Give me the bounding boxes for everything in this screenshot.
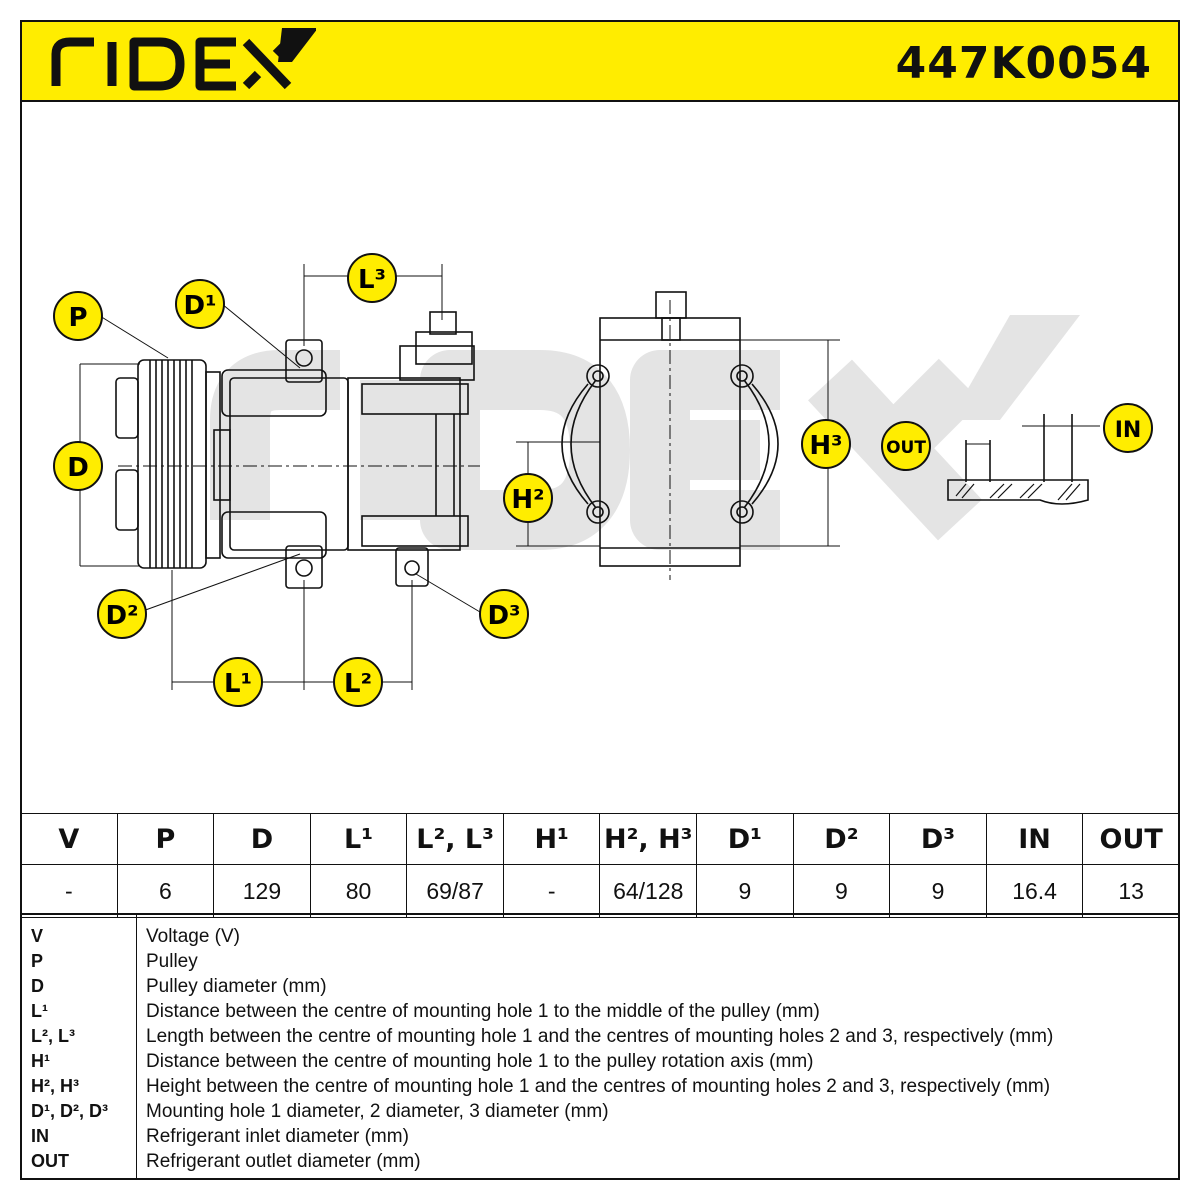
legend-key: D [31, 976, 44, 996]
label-L1: L¹ [213, 657, 263, 707]
label-L2: L² [333, 657, 383, 707]
legend-key: L², L³ [31, 1026, 75, 1046]
label-L3: L³ [347, 253, 397, 303]
label-H3-text: H³ [809, 431, 842, 461]
spec-header-row: V P D L¹ L², L³ H¹ H², H³ D¹ D² D³ IN OU… [20, 813, 1180, 865]
label-D-text: D [67, 453, 89, 483]
spec-header-cell: D [213, 813, 311, 865]
legend-text: Distance between the centre of mounting … [146, 1001, 820, 1022]
part-number: 447K0054 [895, 38, 1152, 89]
legend-text: Voltage (V) [146, 926, 240, 947]
spec-value-cell: 80 [309, 864, 408, 918]
legend-text: Pulley diameter (mm) [146, 976, 327, 997]
legend-text: Height between the centre of mounting ho… [146, 1076, 1051, 1097]
legend-key: L¹ [31, 1001, 48, 1021]
spec-value-cell: - [20, 864, 118, 918]
legend-row: V Voltage (V) [22, 924, 1178, 949]
label-H2: H² [503, 473, 553, 523]
label-D: D [53, 441, 103, 491]
legend-row: H², H³ Height between the centre of moun… [22, 1074, 1178, 1099]
label-OUT: OUT [881, 421, 931, 471]
legend-text: Pulley [146, 951, 198, 972]
spec-value-cell: 16.4 [985, 864, 1084, 918]
ridex-watermark [210, 350, 982, 550]
spec-table: V P D L¹ L², L³ H¹ H², H³ D¹ D² D³ IN OU… [20, 813, 1180, 918]
spec-header-cell: OUT [1082, 813, 1180, 865]
label-D1-text: D¹ [184, 291, 217, 321]
spec-value-cell: 9 [792, 864, 891, 918]
legend-key: D¹, D², D³ [31, 1101, 108, 1121]
spec-value-cell: 64/128 [599, 864, 698, 918]
legend-text: Mounting hole 1 diameter, 2 diameter, 3 … [146, 1101, 609, 1122]
legend-row: L², L³ Length between the centre of moun… [22, 1024, 1178, 1049]
spec-value-cell: 129 [213, 864, 311, 918]
label-P: P [53, 291, 103, 341]
spec-header-cell: P [116, 813, 215, 865]
ridex-logo [51, 28, 316, 91]
legend-text: Length between the centre of mounting ho… [146, 1026, 1054, 1047]
spec-header-cell: D³ [889, 813, 987, 865]
legend-key: H¹ [31, 1051, 50, 1071]
label-IN-text: IN [1115, 418, 1142, 443]
spec-header-cell: IN [985, 813, 1084, 865]
legend-key: H², H³ [31, 1076, 79, 1096]
label-D1: D¹ [175, 279, 225, 329]
legend-row: H¹ Distance between the centre of mounti… [22, 1049, 1178, 1074]
legend-text: Refrigerant inlet diameter (mm) [146, 1126, 409, 1147]
label-IN: IN [1103, 403, 1153, 453]
spec-value-cell: 69/87 [406, 864, 504, 918]
spec-header-cell: H¹ [502, 813, 601, 865]
legend-key: P [31, 951, 44, 971]
spec-header-cell: D¹ [696, 813, 794, 865]
legend-text: Refrigerant outlet diameter (mm) [146, 1151, 421, 1172]
label-L2-text: L² [344, 669, 372, 699]
label-L3-text: L³ [358, 265, 386, 295]
label-H3: H³ [801, 419, 851, 469]
label-D3-text: D³ [488, 601, 521, 631]
legend-row: D¹, D², D³ Mounting hole 1 diameter, 2 d… [22, 1099, 1178, 1124]
legend-row: IN Refrigerant inlet diameter (mm) [22, 1124, 1178, 1149]
spec-value-row: - 6 129 80 69/87 - 64/128 9 9 9 16.4 13 [20, 864, 1180, 918]
legend-row: OUT Refrigerant outlet diameter (mm) [22, 1149, 1178, 1174]
spec-value-cell: 9 [696, 864, 794, 918]
compressor-drawing: P D¹ D D² D³ L¹ L² L³ H² H³ OUT IN [53, 253, 1153, 707]
label-P-text: P [68, 303, 87, 333]
label-D2: D² [97, 589, 147, 639]
legend: V Voltage (V) P Pulley D Pulley diameter… [20, 913, 1180, 1180]
legend-row: D Pulley diameter (mm) [22, 974, 1178, 999]
spec-header-cell: D² [792, 813, 891, 865]
legend-divider [136, 915, 137, 1178]
label-D2-text: D² [106, 601, 139, 631]
spec-header-cell: L², L³ [406, 813, 504, 865]
spec-header-cell: H², H³ [599, 813, 698, 865]
label-D3: D³ [479, 589, 529, 639]
legend-key: V [31, 926, 44, 946]
legend-key: OUT [31, 1151, 69, 1171]
spec-value-cell: 9 [889, 864, 987, 918]
header-bar: 447K0054 [22, 22, 1178, 102]
legend-text: Distance between the centre of mounting … [146, 1051, 814, 1072]
spec-value-cell: 6 [116, 864, 215, 918]
legend-row: P Pulley [22, 949, 1178, 974]
spec-header-cell: L¹ [309, 813, 408, 865]
label-OUT-text: OUT [886, 438, 926, 458]
label-H2-text: H² [511, 485, 544, 515]
spec-value-cell: 13 [1082, 864, 1180, 918]
legend-key: IN [31, 1126, 49, 1146]
spec-value-cell: - [502, 864, 601, 918]
legend-row: L¹ Distance between the centre of mounti… [22, 999, 1178, 1024]
spec-header-cell: V [20, 813, 118, 865]
label-L1-text: L¹ [224, 669, 252, 699]
